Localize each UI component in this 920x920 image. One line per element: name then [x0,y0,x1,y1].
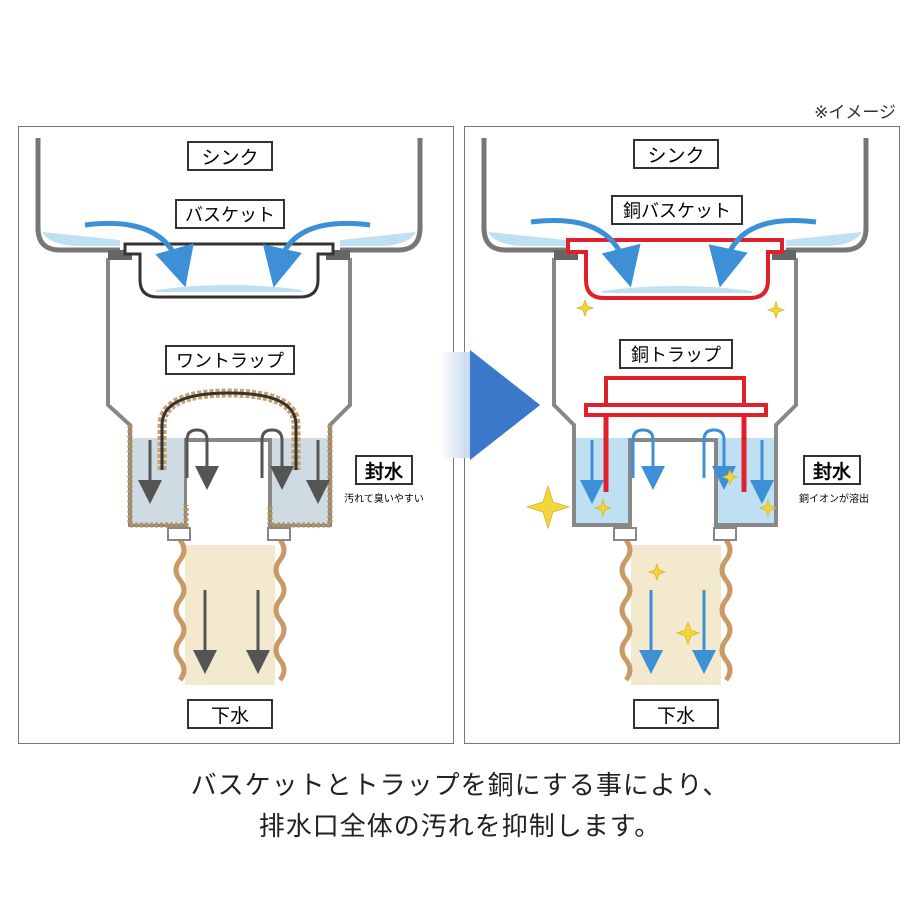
left-sink-wall-right [340,138,423,253]
left-trap-label-box: ワントラップ [165,345,295,375]
left-sink-label-box: シンク [187,141,273,171]
right-sink-wall [481,138,566,253]
image-note: ※イメージ [814,103,896,123]
right-trap-label: 銅トラップ [631,345,721,366]
left-flow-arrow [262,220,371,288]
left-drain-assembly: シンク バスケット ワントラップ 封水 汚れて臭いやすい 下水 [35,138,424,729]
left-basket-label-box: バスケット [175,199,285,229]
right-basket-label-box: 銅バスケット [611,195,743,225]
right-drain-label-box: 下水 [633,699,719,729]
left-seal-note: 汚れて臭いやすい [344,492,424,505]
right-drain-label: 下水 [657,705,695,727]
left-drain-label-box: 下水 [187,699,273,729]
right-basket-label: 銅バスケット [623,201,731,222]
caption-line-1: バスケットとトラップを銅にする事により、 [190,771,730,801]
right-sink-label-box: シンク [633,139,719,169]
left-flow-arrow [260,428,294,490]
left-flow-arrow [185,428,219,490]
sparkle-icon [525,298,786,646]
right-seal-label: 封水 [813,460,852,483]
right-drain-pipe [631,545,721,685]
caption-line-2: 排水口全体の汚れを抑制します。 [258,812,662,842]
left-trap-label: ワントラップ [176,351,284,372]
right-seal-label-box: 封水 [803,455,861,485]
right-seal-note: 銅イオンが溶出 [799,492,869,505]
right-sink-label: シンク [647,145,704,167]
right-drain-body [552,258,798,527]
right-flow-arrow [708,218,817,288]
right-copper-trap [584,376,768,492]
left-flow-arrow [84,220,194,288]
right-drain-assembly: シンク 銅バスケット 銅トラップ 封水 銅イオンが溶出 下水 [481,138,869,729]
left-seal-label-box: 封水 [355,455,413,485]
left-drain-label: 下水 [211,705,249,727]
left-seal-label: 封水 [365,460,404,483]
left-sink-water [42,232,120,246]
left-sink-label: シンク [201,147,258,169]
left-drain-pipe [185,545,275,685]
right-trap-label-box: 銅トラップ [619,339,733,369]
right-flow-arrow [702,428,736,490]
right-flow-arrow [631,428,665,490]
left-sink-wall [35,138,120,253]
right-flow-arrow [530,218,641,288]
left-drain-body [106,258,352,527]
right-sink-water [488,232,566,246]
left-basket-label: バスケット [185,205,275,226]
